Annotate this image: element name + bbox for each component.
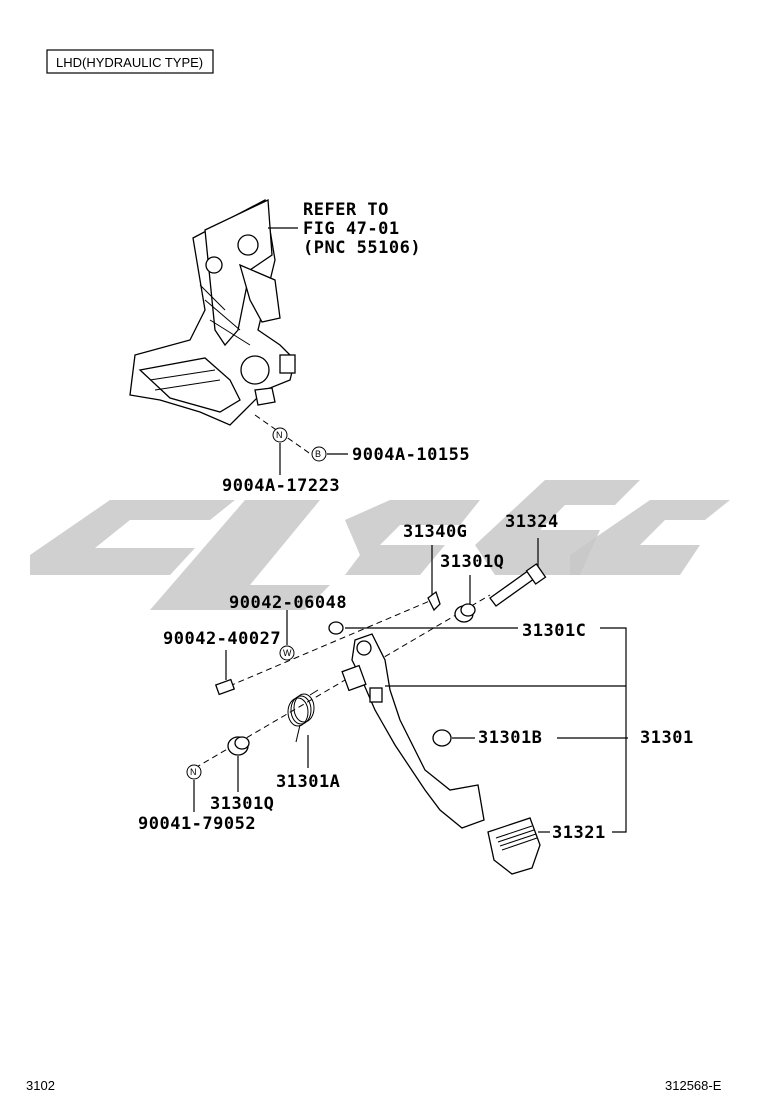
footer-left: 3102 (26, 1078, 55, 1093)
callout-31301q-lower: 31301Q (210, 794, 274, 814)
nut-marker-lower: N (186, 764, 202, 780)
svg-text:W: W (283, 648, 292, 658)
clip (427, 590, 441, 612)
callout-31321: 31321 (552, 823, 606, 843)
collar-upper (454, 603, 476, 623)
small-bolt (214, 678, 236, 696)
callout-31340g: 31340G (403, 522, 467, 542)
callout-90042-06048: 90042-06048 (229, 593, 347, 613)
nut-marker-upper: N (272, 427, 288, 443)
washer-marker: W (279, 645, 295, 661)
callout-9004a-17223: 9004A-17223 (222, 476, 340, 496)
callout-9004a-10155: 9004A-10155 (352, 445, 470, 465)
bushing-c (328, 621, 344, 635)
callout-31301: 31301 (640, 728, 694, 748)
pedal-pad (487, 817, 541, 875)
return-spring (287, 689, 319, 743)
footer-right: 312568-E (665, 1078, 722, 1093)
callout-31301a: 31301A (276, 772, 340, 792)
variant-box (46, 49, 214, 74)
collar-lower (227, 736, 250, 756)
callout-90042-40027: 90042-40027 (163, 629, 281, 649)
callout-31301c: 31301C (522, 621, 586, 641)
pedal-bracket (129, 199, 296, 426)
variant-label: LHD(HYDRAULIC TYPE) (56, 55, 203, 70)
pivot-pin (489, 563, 547, 607)
svg-text:N: N (276, 430, 283, 440)
watermark-logo (30, 480, 730, 610)
refer-line-3: (PNC 55106) (303, 238, 421, 258)
callout-31301q-upper: 31301Q (440, 552, 504, 572)
callout-31324: 31324 (505, 512, 559, 532)
svg-text:N: N (190, 767, 197, 777)
clutch-pedal-arm (341, 633, 485, 829)
bolt-marker-upper: B (311, 446, 327, 462)
callout-31301b: 31301B (478, 728, 542, 748)
refer-line-1: REFER TO (303, 200, 389, 220)
callout-90041-79052: 90041-79052 (138, 814, 256, 834)
svg-text:B: B (315, 449, 321, 459)
refer-line-2: FIG 47-01 (303, 219, 400, 239)
stopper (432, 729, 452, 747)
